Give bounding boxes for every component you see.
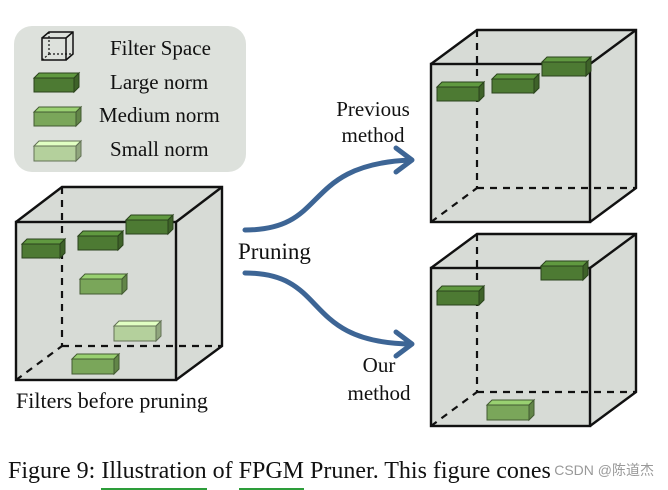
dark-green-block-icon <box>32 71 81 94</box>
arrow-to-our-method <box>242 270 415 359</box>
legend-background <box>14 26 246 172</box>
previous-method-label-line2: method <box>342 123 405 147</box>
filter-block-medium <box>70 352 121 376</box>
left-cube-label: Filters before pruning <box>16 388 208 413</box>
legend-label-large-norm: Large norm <box>110 70 208 94</box>
filter-block-small <box>112 319 163 343</box>
kept-block-large <box>539 259 590 282</box>
previous-method-label-line1: Previous <box>336 97 410 121</box>
legend-label-medium-norm: Medium norm <box>99 103 220 127</box>
our-method-label-line1: Our <box>363 353 396 377</box>
arrow-to-previous-method <box>242 145 415 233</box>
light-green-block-icon <box>32 139 83 163</box>
filter-block-large <box>124 213 175 236</box>
our-method-label-line2: method <box>348 381 411 405</box>
kept-block-large <box>540 55 593 78</box>
medium-norm-block <box>32 105 83 128</box>
wireframe-cube-icon <box>41 31 74 61</box>
kept-block-medium <box>485 398 536 422</box>
caption-prefix: Figure 9: <box>8 458 102 484</box>
left-cube <box>14 185 224 382</box>
kept-block-large <box>490 72 541 95</box>
caption-rest: Pruner. This figure cones <box>304 458 551 484</box>
legend: Filter Space Large norm Medium norm Smal… <box>14 26 246 172</box>
caption-of: of <box>206 458 239 484</box>
kept-block-large <box>435 284 486 307</box>
watermark: CSDN @陈道杰 <box>554 462 654 478</box>
large-norm-block <box>32 71 81 94</box>
small-norm-block <box>32 139 83 163</box>
our-method-cube <box>429 232 638 428</box>
pruning-label: Pruning <box>238 239 311 264</box>
filter-block-large <box>76 229 125 252</box>
kept-block-large <box>435 80 486 103</box>
previous-method-cube <box>429 28 638 224</box>
figure-caption: Figure 9: Illustration of FPGM Pruner. T… <box>8 452 668 490</box>
filter-block-large <box>20 237 67 260</box>
caption-link-illustration[interactable]: Illustration <box>101 458 207 484</box>
legend-label-small-norm: Small norm <box>110 137 209 161</box>
medium-green-block-icon <box>32 105 83 128</box>
filter-block-medium <box>78 272 129 296</box>
caption-link-fpgm[interactable]: FPGM <box>238 458 305 484</box>
legend-label-filter-space: Filter Space <box>110 36 211 60</box>
